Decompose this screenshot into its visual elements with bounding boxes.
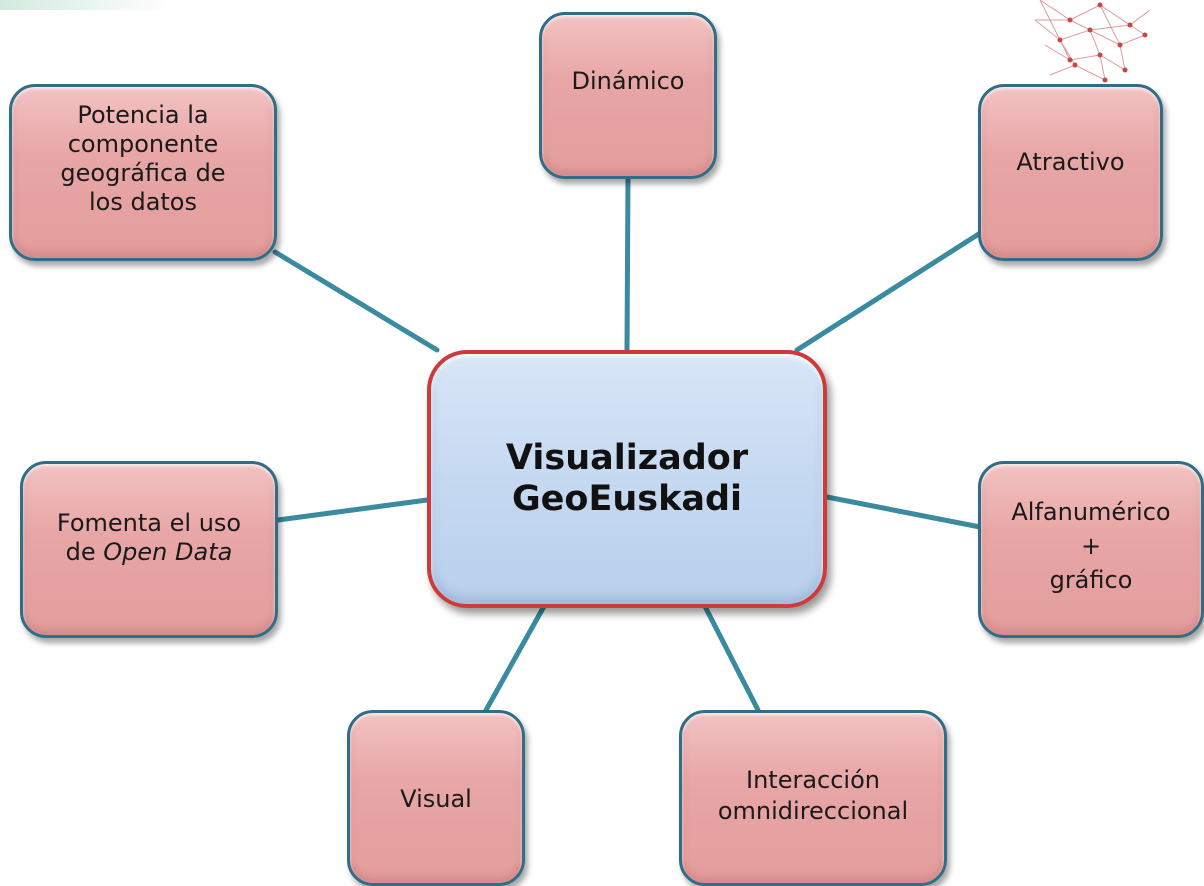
node-dinamico-label: Dinámico	[571, 67, 685, 95]
node-atractivo-label: Atractivo	[1016, 148, 1125, 176]
center-node: Visualizador GeoEuskadi	[427, 350, 827, 608]
node-dinamico: Dinámico	[539, 12, 717, 179]
node-interaccion-line-1: Interacción	[746, 766, 880, 794]
connector-alfanumerico	[824, 494, 983, 530]
node-interaccion-label: Interacción omnidireccional	[712, 765, 914, 827]
node-potencia-label: Potencia la componente geográfica de los…	[54, 101, 231, 217]
center-node-title: Visualizador GeoEuskadi	[506, 438, 748, 520]
node-potencia: Potencia la componente geográfica de los…	[9, 84, 277, 261]
node-alfanumerico: Alfanumérico + gráfico	[978, 461, 1204, 638]
node-potencia-line-3: geográfica de	[60, 158, 226, 187]
node-fomenta-prefix: de	[65, 537, 104, 566]
node-potencia-line-2: componente	[67, 129, 219, 158]
node-alfanumerico-label: Alfanumérico + gráfico	[1005, 495, 1176, 597]
node-potencia-line-1: Potencia la	[77, 100, 209, 129]
node-visual-label: Visual	[400, 784, 472, 813]
node-alfanumerico-line-2: +	[1080, 531, 1102, 560]
node-fomenta-open-data: Open Data	[103, 537, 233, 566]
connector-atractivo	[794, 227, 988, 353]
node-fomenta: Fomenta el uso de Open Data	[20, 461, 278, 638]
connector-potencia	[272, 249, 440, 353]
connector-fomenta	[275, 497, 430, 523]
connector-dinamico	[624, 172, 631, 353]
center-title-line-1: Visualizador	[505, 438, 749, 478]
node-atractivo: Atractivo	[978, 84, 1163, 261]
center-title-line-2: GeoEuskadi	[511, 479, 743, 519]
node-alfanumerico-line-1: Alfanumérico	[1011, 497, 1171, 526]
node-fomenta-line-2: de Open Data	[57, 538, 241, 567]
node-interaccion-line-2: omnidireccional	[717, 797, 909, 825]
node-interaccion: Interacción omnidireccional	[679, 710, 947, 886]
node-alfanumerico-line-3: gráfico	[1049, 565, 1133, 594]
node-potencia-line-4: los datos	[88, 187, 197, 216]
node-fomenta-label: Fomenta el uso de Open Data	[51, 509, 247, 567]
node-fomenta-line-1: Fomenta el uso	[56, 508, 242, 537]
node-visual: Visual	[347, 710, 525, 886]
